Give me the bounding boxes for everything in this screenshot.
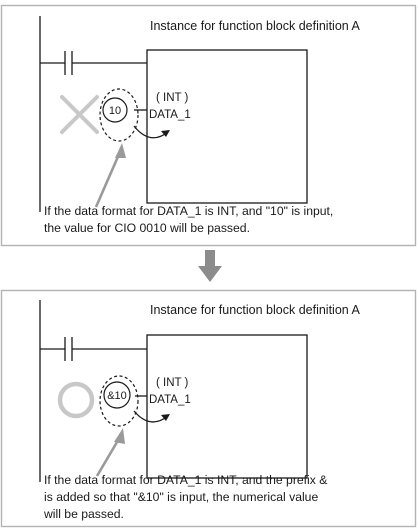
cross-marker-icon <box>60 95 99 134</box>
panel-bottom-pointer-head <box>114 428 125 444</box>
panel-bottom: Instance for function block definition A… <box>0 289 417 528</box>
panel-top-pointer-line <box>94 151 122 208</box>
panel-bottom-variable: DATA_1 <box>149 394 191 406</box>
down-arrow-icon <box>198 250 222 282</box>
panel-bottom-caption-line-2: is added so that "&10" is input, the num… <box>44 490 318 504</box>
panel-top-operand-highlight <box>99 88 139 142</box>
panel-top-pointer-head <box>115 143 126 158</box>
panel-bottom-caption-line-1: If the data format for DATA_1 is INT, an… <box>44 473 327 487</box>
panel-bottom-title: Instance for function block definition A <box>150 303 361 317</box>
panel-bottom-pointer-line <box>95 436 122 477</box>
panel-bottom-operand-circle <box>103 381 131 409</box>
panel-bottom-curved-arrow-head <box>161 414 170 421</box>
circle-marker-icon <box>57 381 95 419</box>
panel-top: Instance for function block definition A… <box>0 4 417 247</box>
panel-bottom-operand-highlight <box>99 375 139 427</box>
panel-top-curved-arrow-head <box>161 130 170 137</box>
panel-bottom-operand: &10 <box>107 390 127 402</box>
panel-top-operand: 10 <box>109 105 121 117</box>
panel-bottom-function-block <box>146 334 308 479</box>
panel-top-title: Instance for function block definition A <box>150 19 361 33</box>
panel-top-data-type: ( INT ) <box>156 92 189 104</box>
panel-top-caption-line-2: the value for CIO 0010 will be passed. <box>44 221 250 235</box>
panel-top-caption-line-1: If the data format for DATA_1 is INT, an… <box>44 204 333 218</box>
panel-top-variable: DATA_1 <box>149 109 191 121</box>
panel-top-operand-circle <box>102 97 128 123</box>
panel-bottom-caption-line-3: will be passed. <box>43 507 124 521</box>
panel-top-function-block <box>146 49 308 204</box>
panel-bottom-data-type: ( INT ) <box>156 377 189 389</box>
